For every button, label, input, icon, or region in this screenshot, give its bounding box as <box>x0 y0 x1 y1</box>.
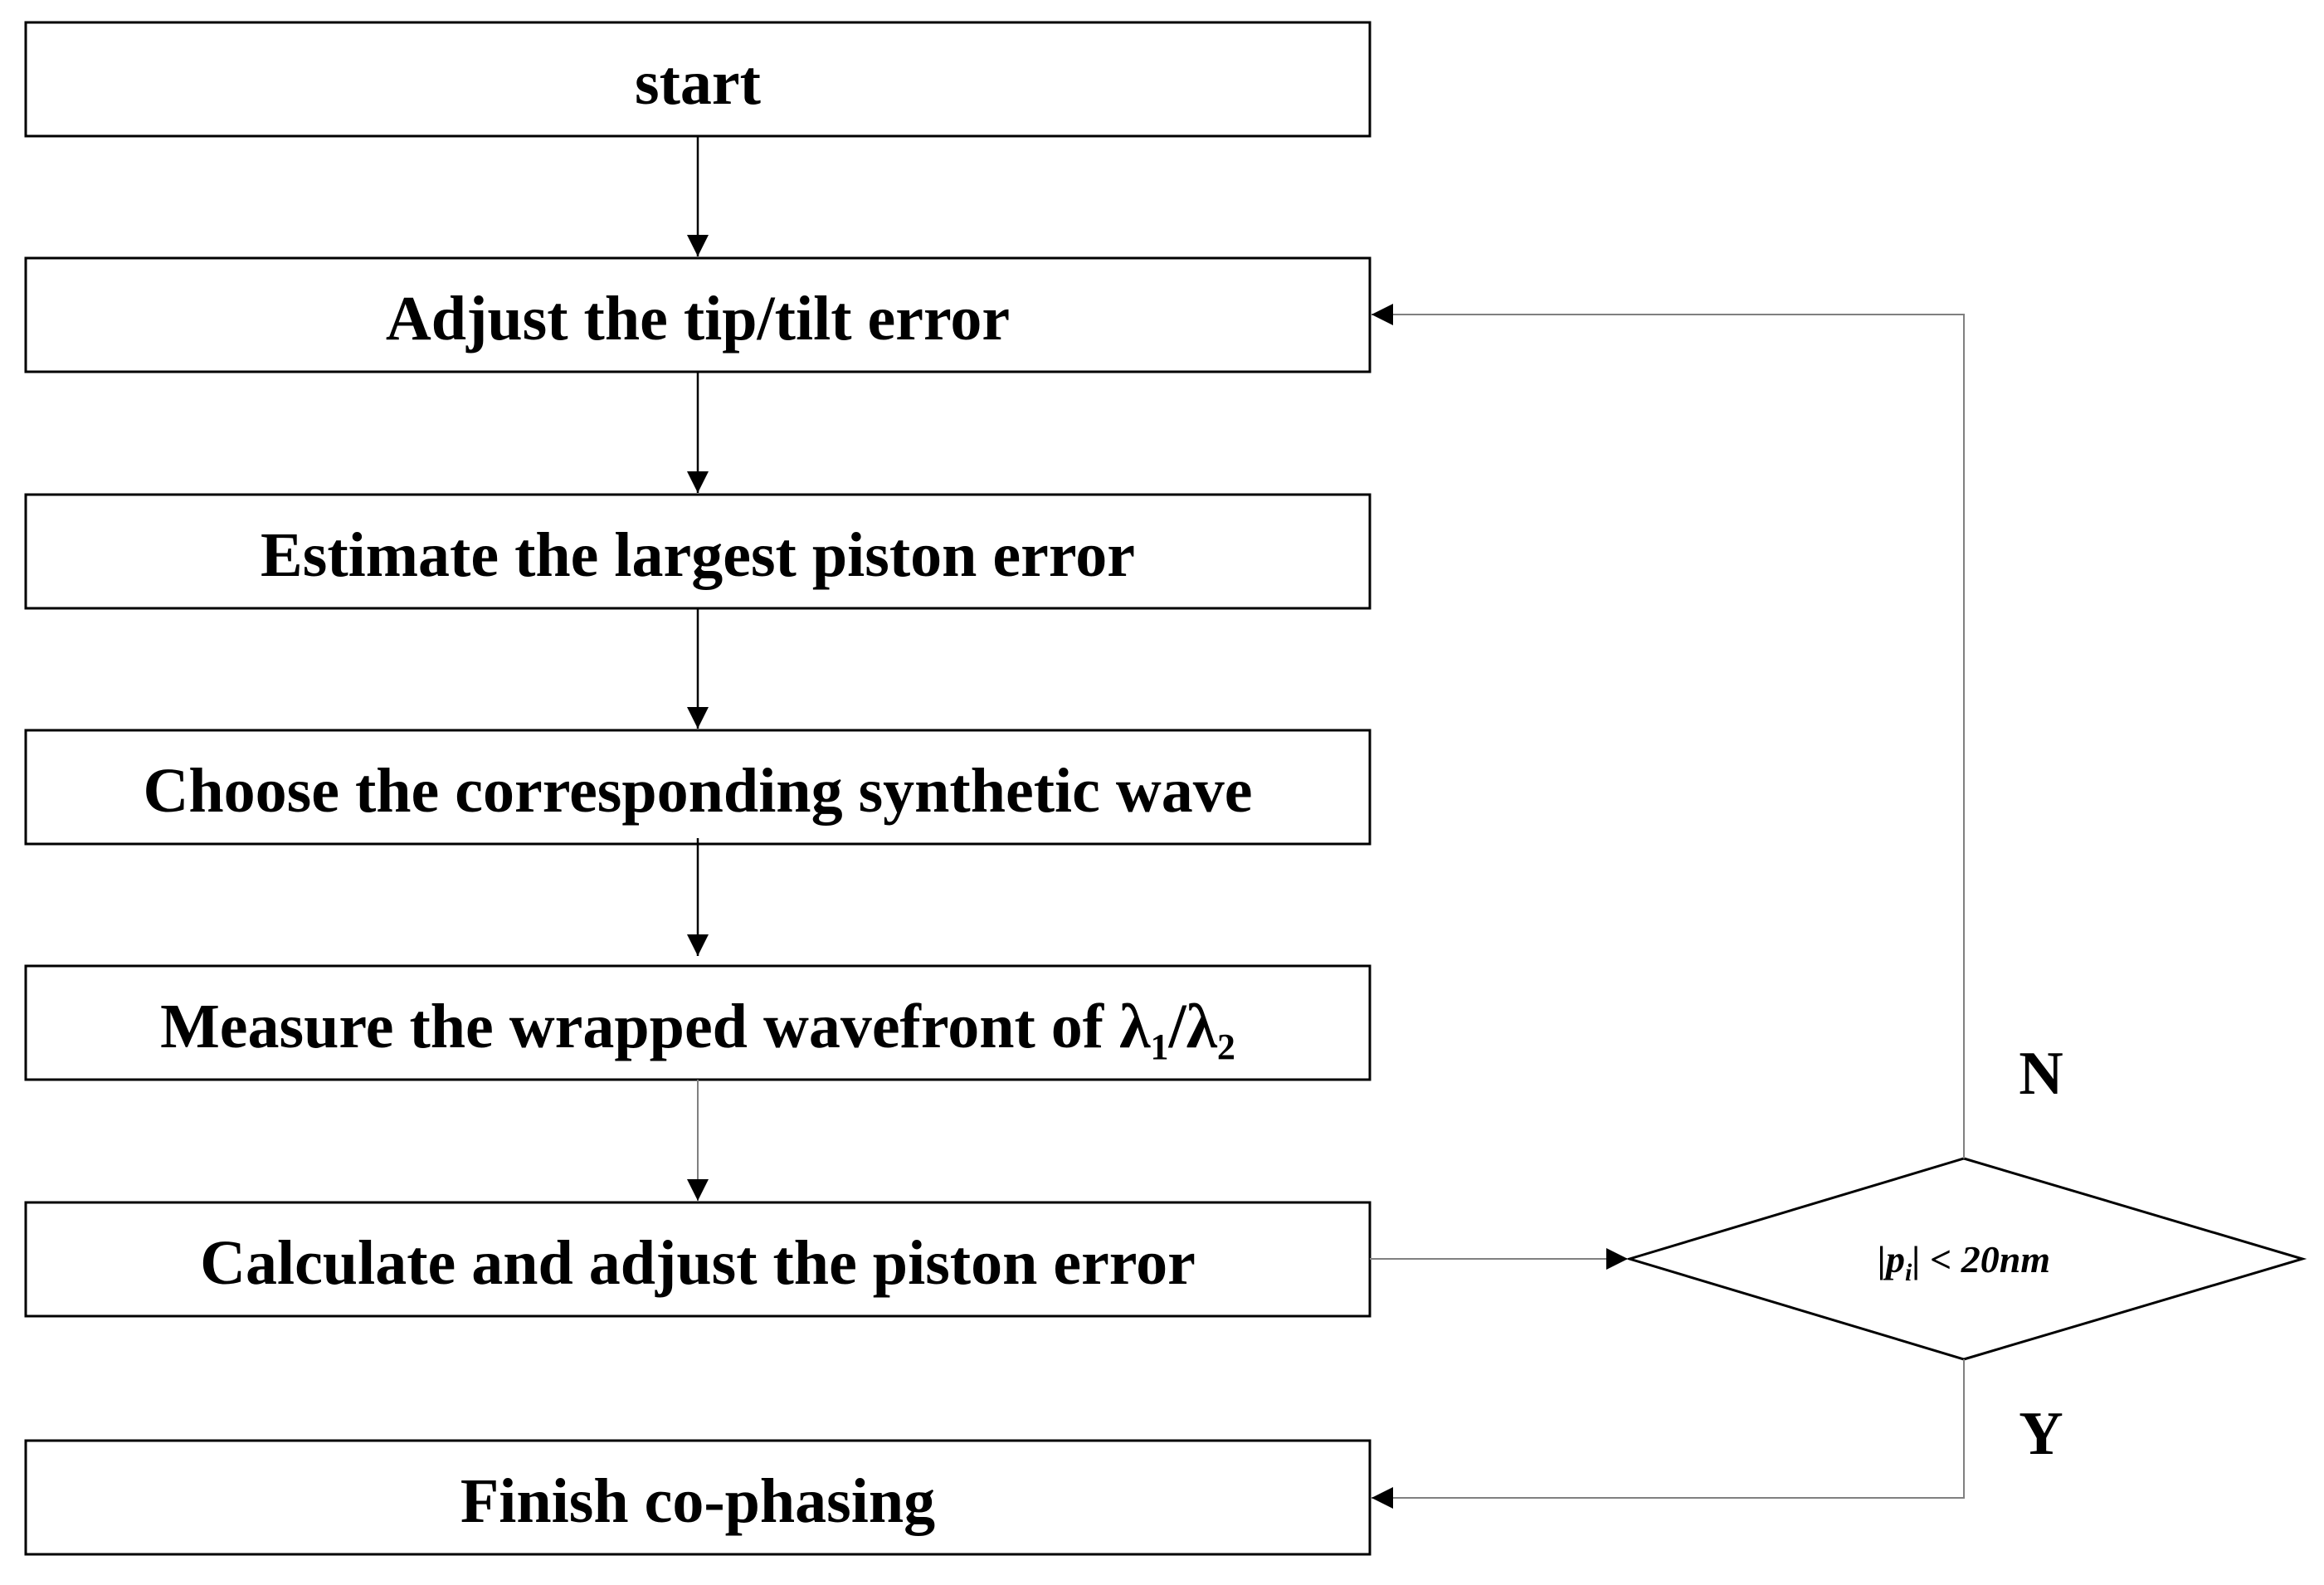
step-adjust-tip-tilt-label: Adjust the tip/tilt error <box>386 284 1010 354</box>
step-estimate-piston-label: Estimate the largest piston error <box>261 520 1135 590</box>
step-start: start <box>24 21 1372 138</box>
decision-condition: |pi| < 20nm <box>1878 1238 2050 1286</box>
step-finish-co-phasing: Finish co-phasing <box>24 1439 1372 1556</box>
step-adjust-tip-tilt: Adjust the tip/tilt error <box>24 256 1372 373</box>
step-choose-synthetic-wave: Choose the corresponding synthetic wave <box>24 729 1372 846</box>
decision-diamond: |pi| < 20nm <box>1625 1157 2307 1361</box>
arrow-no-to-tiptilt <box>1372 304 1965 1158</box>
step-calculate-piston-label: Calculate and adjust the piston error <box>200 1228 1196 1298</box>
arrow-yes-to-finish <box>1372 1359 1965 1509</box>
step-finish-co-phasing-label: Finish co-phasing <box>460 1466 935 1536</box>
no-branch-label: N <box>2019 1040 2063 1108</box>
step-calculate-piston: Calculate and adjust the piston error <box>24 1201 1372 1318</box>
step-start-label: start <box>635 48 761 118</box>
step-estimate-piston: Estimate the largest piston error <box>24 493 1372 610</box>
step-measure-wavefront-label: Measure the wrapped wavefront of λ1/λ2 <box>160 992 1235 1067</box>
step-choose-synthetic-wave-label: Choose the corresponding synthetic wave <box>143 756 1252 826</box>
step-measure-wavefront: Measure the wrapped wavefront of λ1/λ2 <box>24 964 1372 1081</box>
yes-branch-label: Y <box>2019 1400 2063 1468</box>
